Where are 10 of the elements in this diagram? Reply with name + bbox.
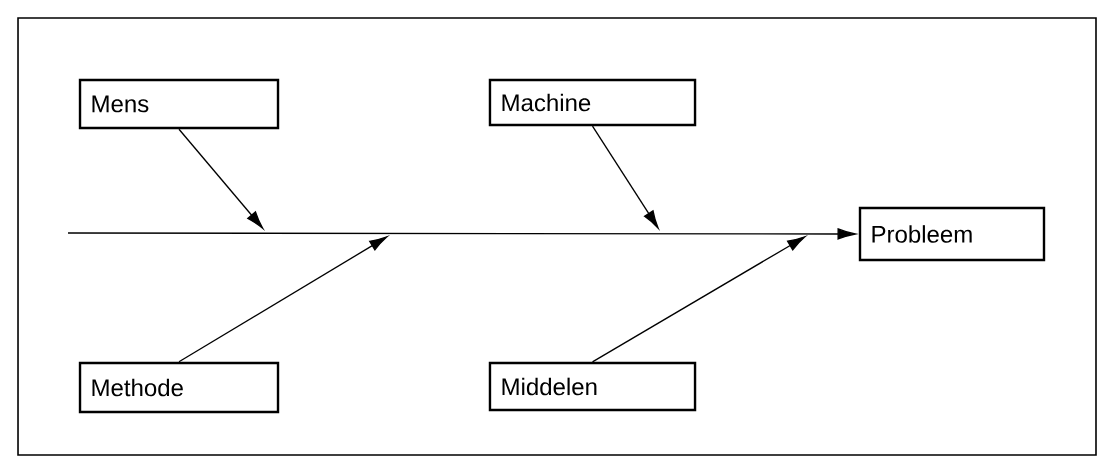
label-box: Mens: [78, 78, 280, 130]
arrow: [591, 236, 806, 363]
label-box: Machine: [488, 78, 697, 127]
arrow: [67, 228, 856, 240]
arrow: [178, 236, 388, 363]
arrow: [591, 125, 659, 229]
arrow: [178, 128, 264, 229]
label-box: Middelen: [488, 361, 697, 412]
label-box: Methode: [78, 361, 280, 414]
label-box: Probleem: [858, 206, 1046, 262]
